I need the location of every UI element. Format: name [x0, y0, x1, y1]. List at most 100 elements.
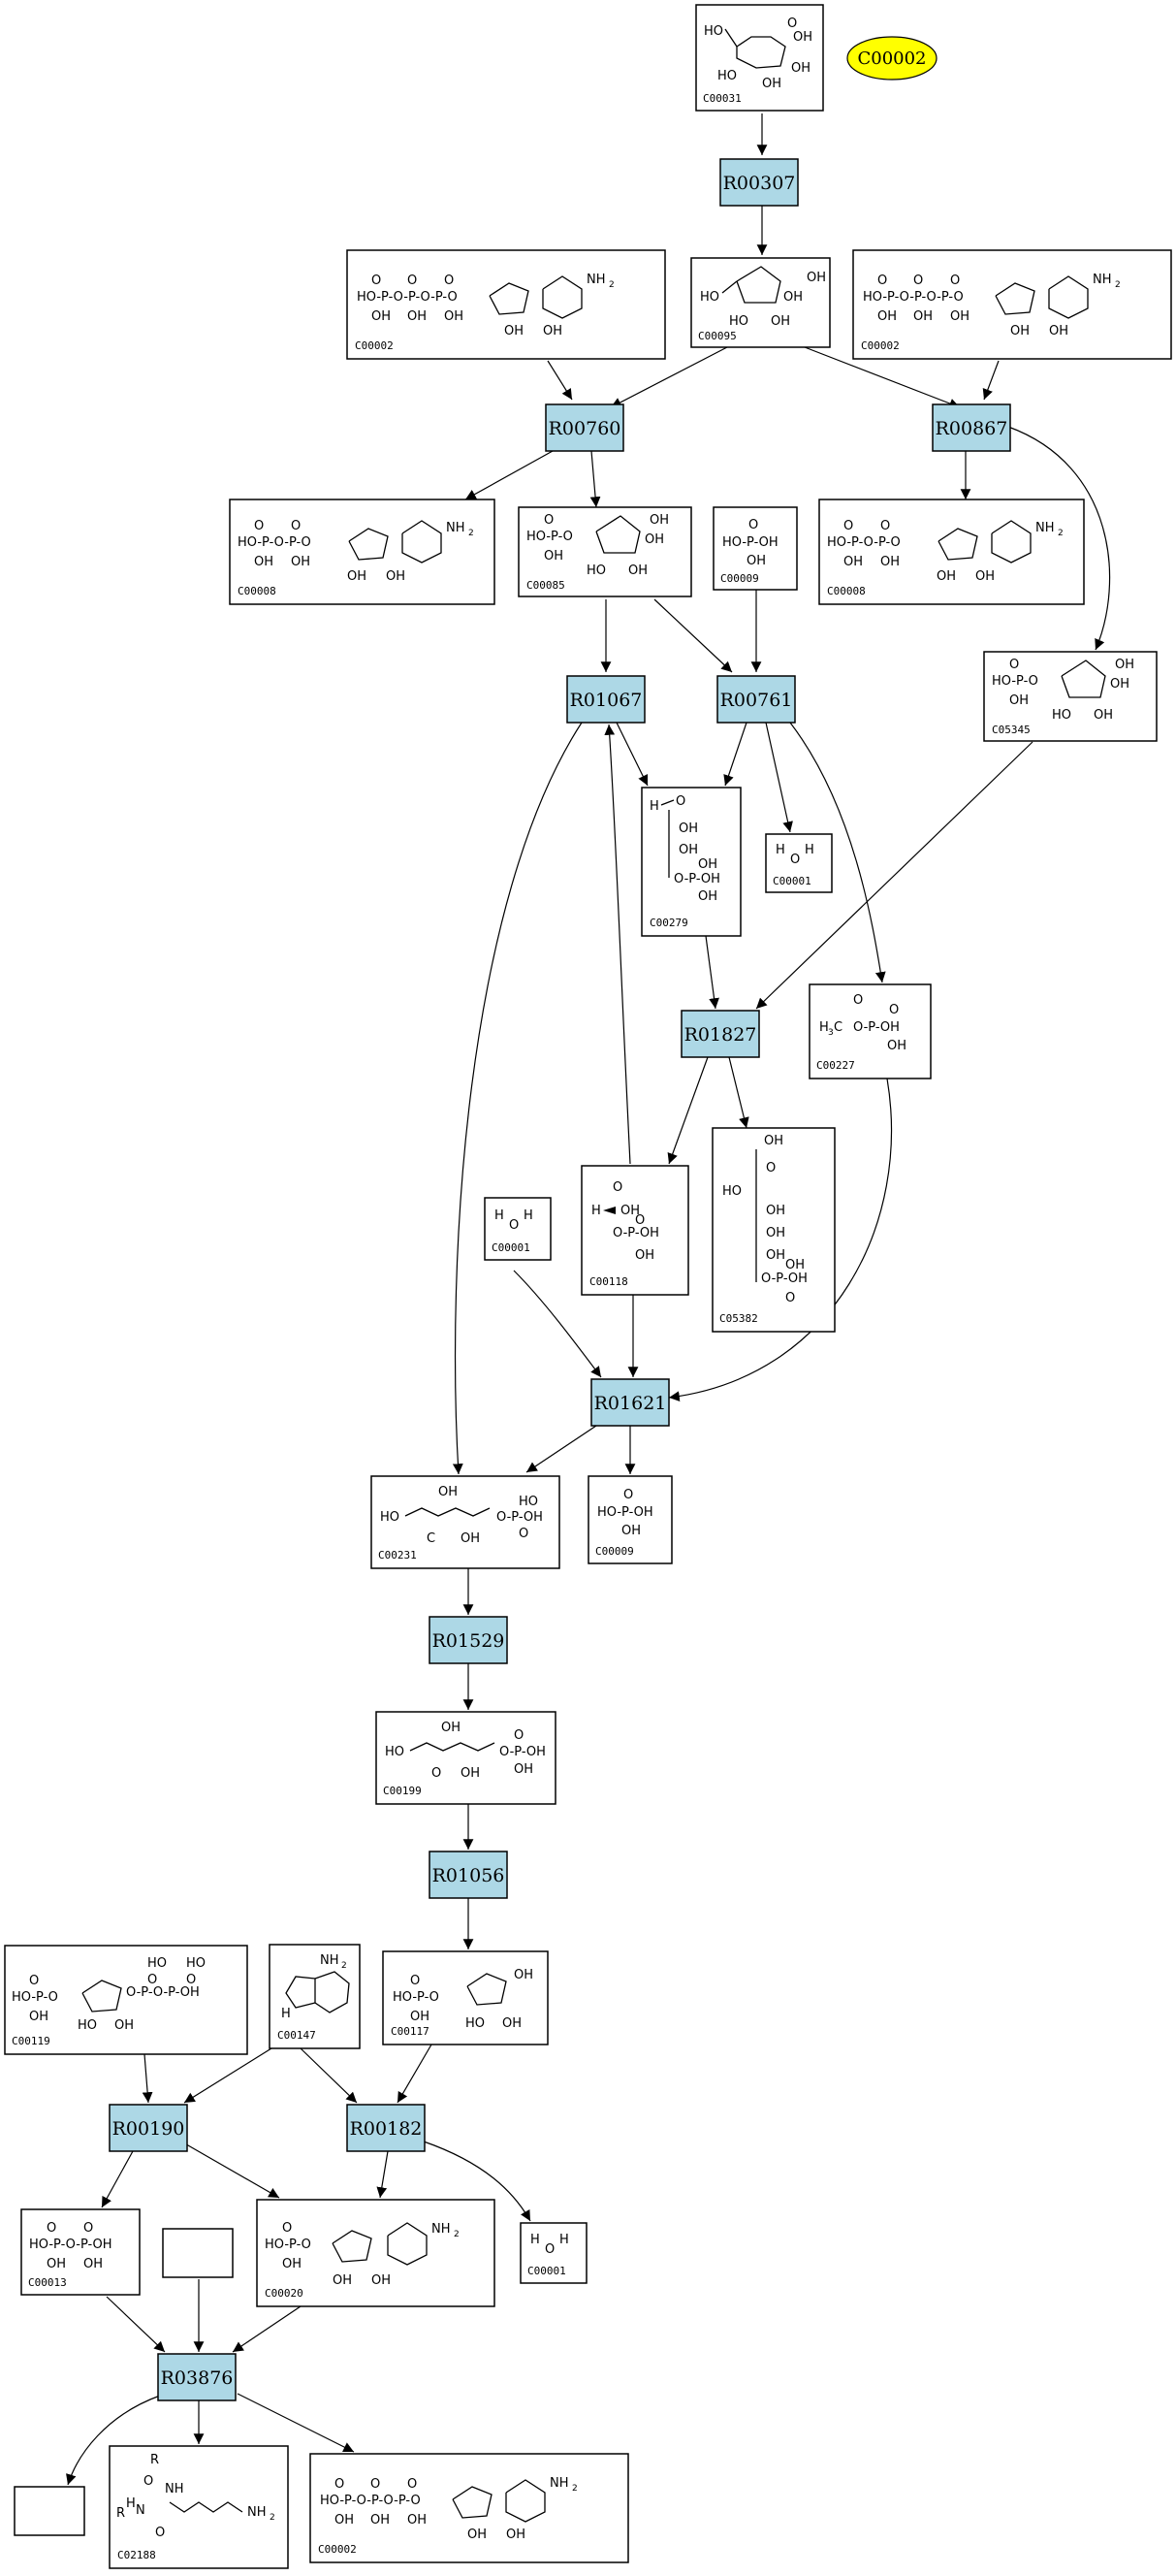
reaction-node[interactable]: R00307 [719, 158, 799, 207]
edge [604, 724, 631, 1165]
svg-text:OH: OH [407, 309, 427, 324]
svg-text:OH: OH [114, 2018, 134, 2033]
compound-node[interactable]: H O H C00001 [484, 1197, 552, 1261]
compound-node[interactable]: OH O HO OH OH OH O-P-OH OH O C05382 [712, 1127, 836, 1333]
edge [610, 346, 728, 408]
compound-node[interactable]: H O H C00001 [765, 833, 833, 893]
compound-node[interactable] [162, 2228, 234, 2278]
reaction-node[interactable]: R01529 [429, 1616, 508, 1664]
reaction-node[interactable]: R00867 [932, 403, 1011, 452]
svg-text:OH: OH [444, 309, 463, 324]
edge [397, 2044, 432, 2104]
svg-text:O: O [613, 1180, 622, 1195]
svg-text:OH: OH [747, 554, 766, 568]
svg-text:OH: OH [441, 1721, 461, 1735]
highlight-compound[interactable]: C00002 [846, 36, 938, 80]
reaction-node[interactable]: R03876 [157, 2353, 237, 2401]
structure-drawing: OH O HO OH OH OH O-P-OH OH O [722, 1134, 808, 1305]
compound-node[interactable]: H O H C00001 [520, 2222, 588, 2284]
svg-text:O: O [155, 2526, 165, 2540]
svg-text:HO: HO [587, 564, 606, 578]
svg-text:OH: OH [635, 1248, 654, 1263]
svg-text:2: 2 [1115, 280, 1121, 290]
svg-text:O: O [147, 1973, 157, 1987]
svg-text:OH: OH [621, 1524, 641, 1538]
reaction-node[interactable]: R00761 [716, 675, 796, 724]
compound-node[interactable]: O H OH O-P-OH O OH C00118 [581, 1165, 689, 1296]
compound-node[interactable]: O HO-P-OH OH C00009 [713, 506, 798, 591]
structure-drawing: HO-P-O O OH OH OH HO OH [526, 513, 669, 578]
reaction-node[interactable]: R00190 [109, 2104, 188, 2152]
svg-text:H: H [805, 843, 814, 857]
svg-text:O-P-OH: O-P-OH [853, 1020, 900, 1035]
svg-text:OH: OH [698, 857, 717, 872]
svg-text:2: 2 [1058, 529, 1064, 538]
svg-text:OH: OH [771, 314, 790, 329]
reaction-node[interactable]: R01067 [566, 675, 646, 724]
svg-text:OH: OH [407, 2513, 427, 2528]
svg-text:O: O [47, 2221, 56, 2236]
edge [423, 2141, 531, 2222]
svg-text:O-P-OH: O-P-OH [761, 1272, 808, 1286]
svg-text:HO-P-O-P-O-P-O: HO-P-O-P-O-P-O [863, 290, 964, 305]
reaction-node[interactable]: R01827 [681, 1010, 760, 1058]
reaction-node[interactable]: R01621 [590, 1378, 670, 1427]
compound-label: C00085 [526, 579, 565, 592]
svg-text:HO: HO [147, 1956, 167, 1971]
reaction-label: R00182 [350, 2118, 423, 2140]
svg-text:O: O [444, 274, 454, 288]
reaction-node[interactable]: R00760 [545, 403, 624, 452]
svg-text:HO: HO [722, 1184, 742, 1199]
svg-text:O: O [766, 1161, 776, 1175]
svg-text:O: O [545, 2242, 555, 2257]
svg-text:OH: OH [370, 2513, 390, 2528]
svg-text:OH: OH [333, 2273, 352, 2288]
svg-text:C: C [834, 1020, 842, 1035]
svg-text:OH: OH [47, 2257, 66, 2271]
svg-text:OH: OH [438, 1485, 458, 1499]
compound-node[interactable]: HO OH OH HO OH C00095 [690, 257, 831, 348]
structure-drawing: HO OH OH HO OH [700, 266, 826, 329]
compound-node[interactable]: O HO-P-OH OH C00009 [588, 1475, 673, 1564]
compound-node[interactable]: HO-P-O O OH OH OH HO OH C00085 [518, 506, 692, 597]
reaction-node[interactable]: R00182 [346, 2104, 426, 2152]
compound-node[interactable]: OH HO O-P-OH HO C OH O C00231 [370, 1475, 560, 1569]
structure-drawing: HO-P-O O OH OH HO OH [393, 1968, 533, 2031]
compound-node[interactable]: H O OH OH O-P-OH OH OH C00279 [641, 787, 742, 937]
svg-text:2: 2 [572, 2484, 578, 2494]
compound-label: C00002 [318, 2543, 357, 2556]
svg-text:H: H [494, 1208, 504, 1223]
edge [705, 935, 719, 1010]
compound-node[interactable]: OH HO O-P-OH O O OH OH C00199 [375, 1711, 556, 1805]
svg-text:NH: NH [550, 2476, 569, 2491]
compound-node[interactable] [14, 2486, 85, 2536]
compound-node[interactable]: HO-P-O O OH OH HO OH C00117 [382, 1950, 549, 2045]
compound-node[interactable]: HO O OH HO OH OH C00031 [695, 4, 824, 112]
edge [589, 450, 601, 508]
edge [667, 1056, 709, 1165]
svg-text:NH: NH [320, 1953, 339, 1968]
edges [66, 113, 1111, 2486]
reaction-node[interactable]: R01056 [429, 1851, 508, 1899]
edge [452, 722, 583, 1475]
compound-node[interactable]: HO-P-O O OH OH OH HO OH C05345 [983, 651, 1158, 742]
compound-label: C00147 [277, 2029, 316, 2042]
svg-text:NH: NH [431, 2222, 451, 2237]
compound-label: C00227 [816, 1059, 855, 1072]
